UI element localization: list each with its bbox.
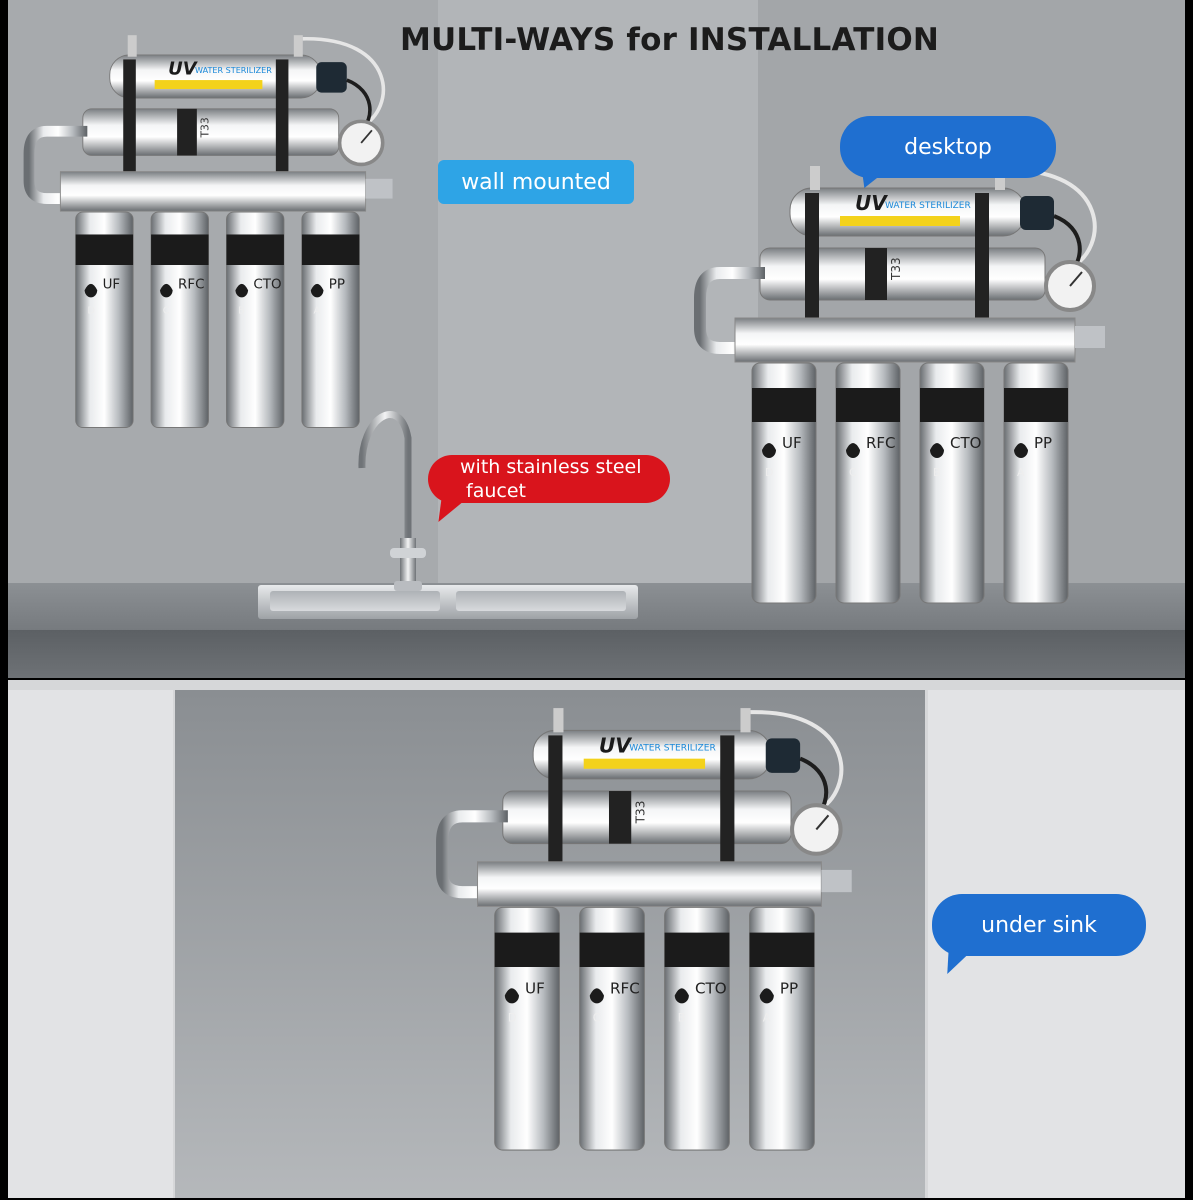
svg-text:PP: PP [329,277,345,292]
sink-basin [456,591,626,611]
svg-text:CTO: CTO [253,277,281,292]
svg-text:A: A [763,1012,771,1025]
svg-text:D: D [765,466,773,479]
faucet-text-line2: faucet [466,480,526,502]
svg-text:C: C [593,1012,601,1025]
svg-text:B: B [678,1012,686,1025]
svg-text:A: A [314,305,321,316]
svg-text:RFC: RFC [866,434,896,452]
svg-text:UV: UV [599,734,632,758]
svg-text:D: D [87,305,95,316]
faucet-image [358,411,426,591]
faucet-text-line1: with stainless steel [460,456,642,478]
svg-text:B: B [238,305,245,316]
under-sink-text: under sink [981,912,1097,938]
svg-text:WATER STERILIZER: WATER STERILIZER [885,201,971,211]
svg-text:D: D [508,1012,517,1025]
svg-text:WATER STERILIZER: WATER STERILIZER [629,744,716,754]
svg-text:WATER STERILIZER: WATER STERILIZER [195,66,272,75]
desktop-text: desktop [904,134,992,160]
svg-text:C: C [163,305,170,316]
page-title: MULTI-WAYS for INSTALLATION [400,22,940,58]
svg-text:RFC: RFC [178,277,204,292]
desktop-label: desktop [840,116,1056,178]
svg-text:UF: UF [525,979,545,997]
svg-text:UF: UF [782,434,802,452]
svg-text:PP: PP [1034,434,1052,452]
faucet-label: with stainless steel faucet [428,455,670,503]
svg-text:RFC: RFC [610,979,640,997]
svg-text:CTO: CTO [695,979,727,997]
svg-text:PP: PP [780,979,798,997]
under-sink-label: under sink [932,894,1146,956]
svg-text:A: A [1017,466,1025,479]
wall-mounted-text: wall mounted [461,169,611,195]
svg-text:T33: T33 [633,801,647,825]
svg-text:B: B [933,466,941,479]
svg-text:T33: T33 [199,117,212,138]
svg-text:UV: UV [855,191,888,215]
svg-text:C: C [849,466,857,479]
sink [258,585,638,619]
svg-text:CTO: CTO [950,434,981,452]
cabinet-door-left [8,690,173,1198]
countertop-edge [8,630,1185,678]
svg-text:T33: T33 [889,257,903,281]
svg-text:UV: UV [168,59,199,80]
sink-basin [270,591,440,611]
svg-text:UF: UF [103,277,121,292]
wall-mounted-label: wall mounted [438,160,634,204]
